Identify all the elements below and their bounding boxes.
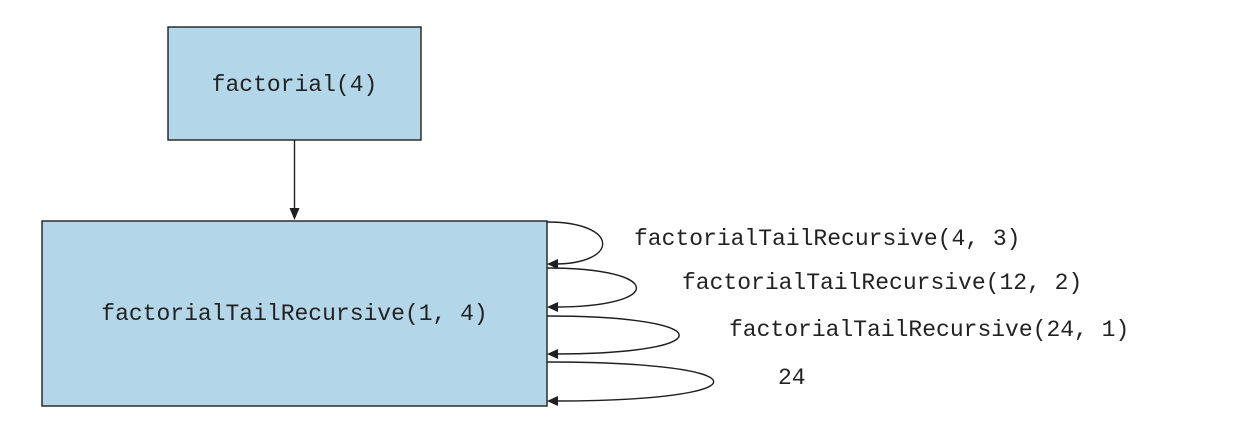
self-loop-3: factorialTailRecursive(24, 1) (546, 315, 1129, 359)
node-tail-recursive-box (41, 220, 548, 407)
loop-1-label: factorialTailRecursive(4, 3) (634, 226, 1020, 252)
loop-4-curve (546, 361, 715, 402)
node-tail-recursive: factorialTailRecursive(1, 4) (41, 220, 548, 407)
loop-2-label: factorialTailRecursive(12, 2) (682, 270, 1082, 296)
self-loop-2: factorialTailRecursive(12, 2) (546, 267, 1082, 312)
loop-3-curve (546, 315, 680, 355)
node-factorial-label: factorial(4) (212, 72, 378, 98)
arrowhead (289, 208, 300, 220)
loop-2-arrowhead (547, 302, 558, 312)
node-tail-recursive-label: factorialTailRecursive(1, 4) (101, 301, 487, 327)
self-loop-1: factorialTailRecursive(4, 3) (546, 221, 1020, 269)
loop-3-label: factorialTailRecursive(24, 1) (729, 317, 1129, 343)
loop-1-curve (546, 221, 604, 265)
node-factorial: factorial(4) (167, 26, 422, 141)
edge-factorial-to-tail (289, 140, 300, 220)
loop-4-arrowhead (547, 396, 558, 406)
loop-2-curve (546, 267, 637, 308)
loop-3-arrowhead (547, 349, 558, 359)
node-factorial-box (167, 26, 422, 141)
self-loop-4: 24 (546, 361, 806, 406)
loop-4-label: 24 (778, 365, 806, 391)
loop-1-arrowhead (547, 259, 558, 269)
